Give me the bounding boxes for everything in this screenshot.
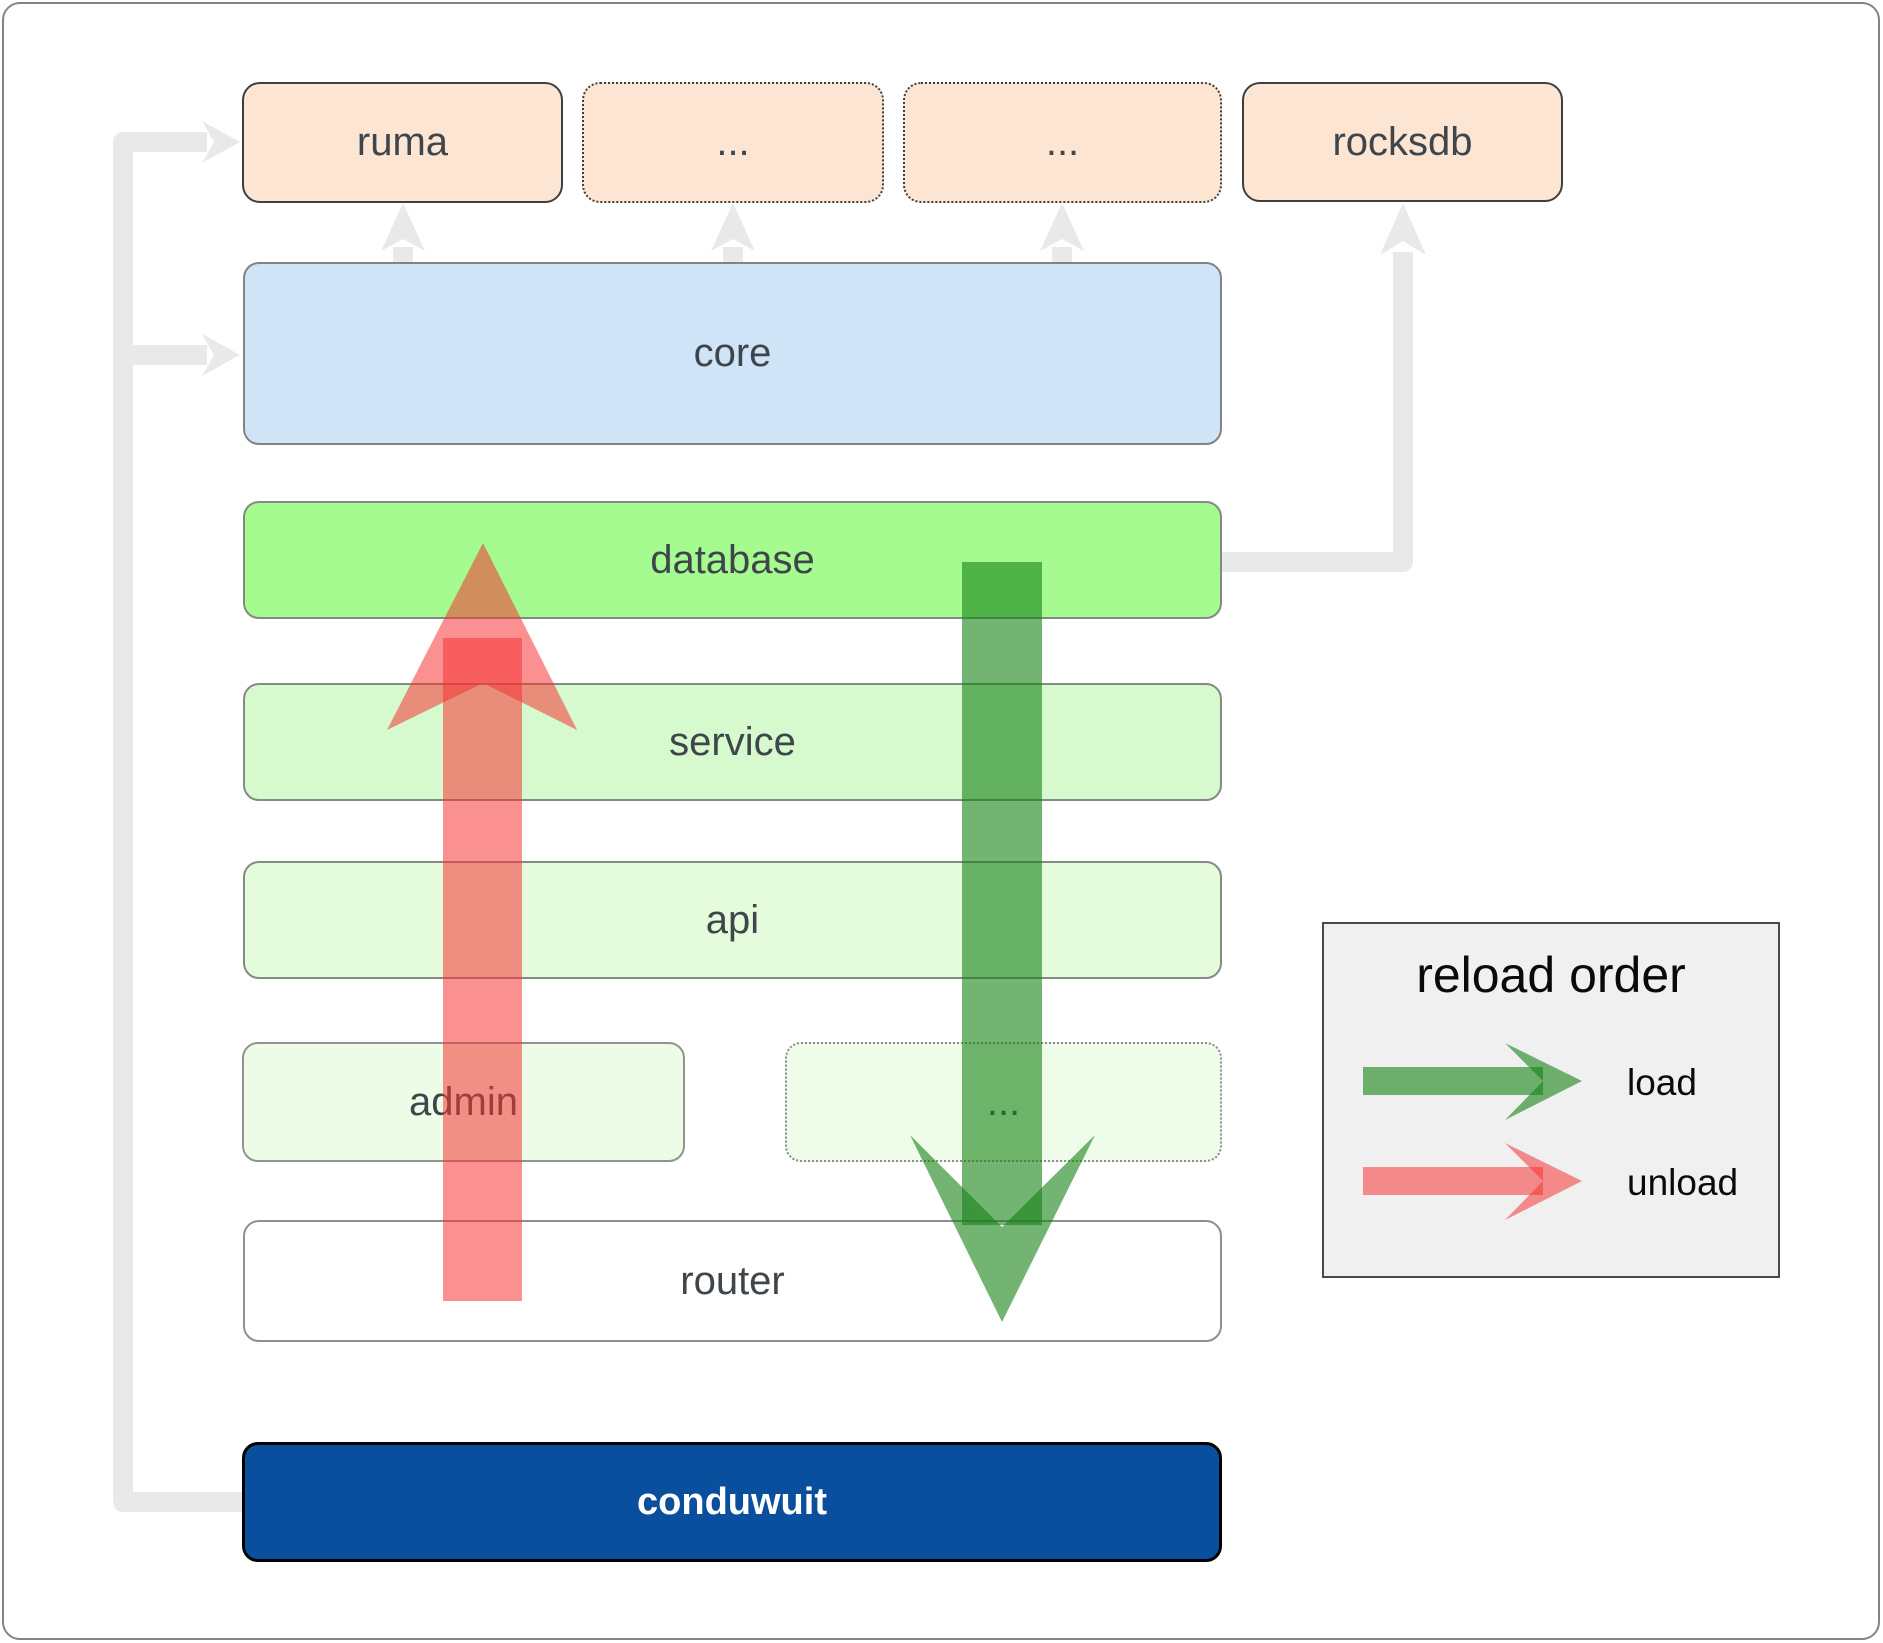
box-service-label: service: [669, 719, 796, 764]
arrowhead-into-core-icon: [202, 334, 240, 376]
box-conduwuit-label: conduwuit: [637, 1480, 827, 1523]
box-admin: admin: [242, 1042, 685, 1162]
box-ellipsis-1-label: ...: [716, 120, 750, 164]
arrowhead-into-ruma-icon: [381, 203, 425, 251]
arrowhead-into-rocksdb-icon: [1380, 203, 1426, 255]
conduwuit-to-ruma-connector: [113, 132, 242, 1512]
box-rocksdb: rocksdb: [1242, 82, 1563, 202]
box-api: api: [243, 861, 1222, 979]
box-core: core: [243, 262, 1222, 445]
legend-title: reload order: [1416, 947, 1686, 1003]
box-admin-ellipsis: ...: [785, 1042, 1222, 1162]
box-api-label: api: [705, 897, 760, 942]
legend-load-label: load: [1627, 1062, 1697, 1103]
box-core-label: core: [693, 331, 772, 375]
box-router-label: router: [680, 1258, 785, 1303]
legend-unload-label: unload: [1627, 1162, 1739, 1203]
arrowhead-into-ellipsis2-icon: [1040, 203, 1084, 251]
box-admin-label: admin: [409, 1079, 518, 1124]
box-conduwuit: conduwuit: [242, 1442, 1222, 1562]
box-admin-ellipsis-label: ...: [986, 1079, 1021, 1124]
box-ruma: ruma: [242, 82, 563, 203]
box-database: database: [243, 501, 1222, 619]
box-ellipsis-1: ...: [582, 82, 884, 203]
box-service: service: [243, 683, 1222, 801]
arrowhead-into-ellipsis1-icon: [711, 203, 755, 251]
box-router: router: [243, 1220, 1222, 1342]
legend-reload-order: reload order load unload: [1322, 922, 1780, 1278]
box-database-label: database: [650, 537, 815, 582]
database-to-rocksdb-connector: [1222, 252, 1413, 572]
box-rocksdb-label: rocksdb: [1332, 119, 1473, 164]
box-ellipsis-2-label: ...: [1045, 120, 1080, 164]
arrowhead-into-ruma-left-icon: [202, 121, 240, 163]
box-ellipsis-2: ...: [903, 82, 1222, 203]
box-ruma-label: ruma: [356, 120, 449, 164]
